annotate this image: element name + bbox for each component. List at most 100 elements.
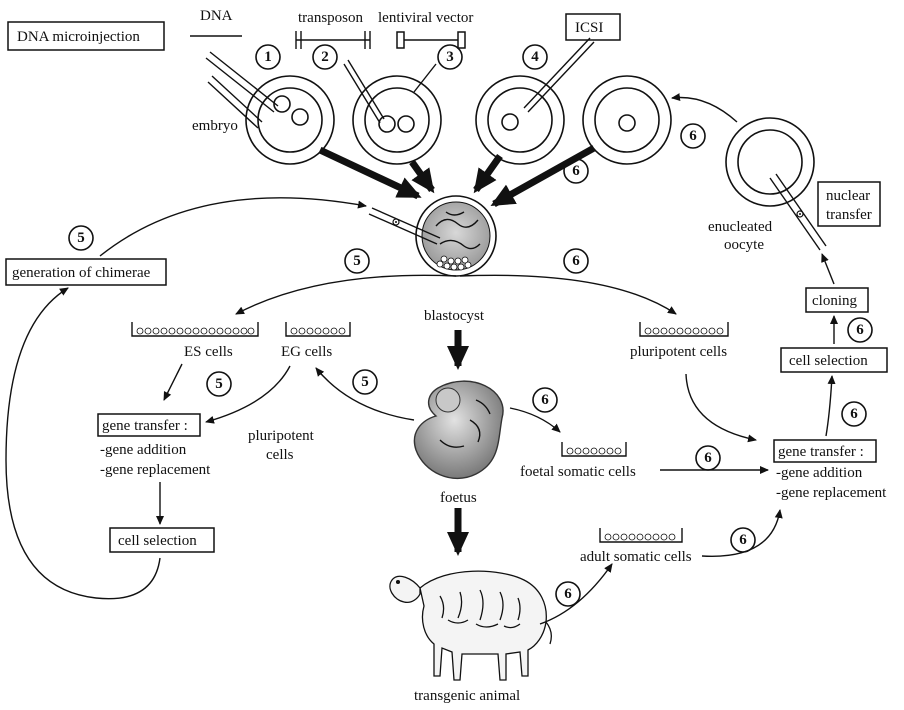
arrow-eg-to-gene-transfer [205,365,291,424]
step-2-badge: 2 [312,44,338,70]
step-6-badge-gene: 6 [695,445,721,471]
dna-label: DNA [200,8,233,24]
adult-somatic-cells-dish [599,528,683,543]
svg-text:6: 6 [739,532,747,548]
gene-replacement-right: -gene replacement [776,485,887,501]
icsi-label: ICSI [575,20,603,36]
step-3-badge: 3 [437,44,463,70]
arrow-chimerae-to-blastocyst [99,197,367,257]
step-6-badge-top-a: 6 [680,123,706,149]
enucleated-label-1: enucleated [708,219,773,235]
adult-somatic-cells-label: adult somatic cells [580,549,692,565]
svg-text:1: 1 [264,49,272,65]
step-4-badge: 4 [522,44,548,70]
step-6-badge-blastocyst: 6 [563,248,589,274]
step-6-badge-adult: 6 [730,527,756,553]
svg-text:6: 6 [541,392,549,408]
svg-text:6: 6 [564,586,572,602]
arrow-foetus-to-eg [315,367,415,421]
gene-transfer-right-box [773,439,877,463]
arrow-animal-to-adult-cells [539,563,613,625]
nuclear-transfer-label-2: transfer [826,207,872,223]
eg-cells-dish [285,322,351,337]
cloning-box [805,287,869,313]
step-5-badge-chimerae: 5 [68,225,94,251]
enucleated-label-2: oocyte [724,237,764,253]
arrow-es-to-gene-transfer [163,363,183,401]
step-5-badge-es: 5 [206,371,232,397]
cell-selection-right-box [780,347,888,373]
lentiviral-vector-label: lentiviral vector [378,10,473,26]
zygote-transposon [343,59,442,165]
nuclear-transfer-box [817,181,881,227]
icsi-box [565,13,621,41]
foetus-label: foetus [440,490,477,506]
generation-of-chimerae-label: generation of chimerae [12,265,151,281]
es-cells-dish [131,322,259,337]
gene-replacement-left: -gene replacement [100,462,211,478]
pluripotent-cells-left-label-1: pluripotent [248,428,315,444]
blastocyst-label: blastocyst [424,308,485,324]
svg-text:6: 6 [850,406,858,422]
svg-text:3: 3 [446,49,454,65]
arrow-to-reconstructed-oocyte [671,93,738,123]
step-6-badge-sheep: 6 [555,581,581,607]
svg-text:5: 5 [361,374,369,390]
transposon-label: transposon [298,10,363,26]
arrow-foetus-to-foetal-cells [509,407,561,433]
lentiviral-construct [396,31,466,49]
enucleated-oocyte [725,117,827,251]
svg-text:6: 6 [572,163,580,179]
svg-text:6: 6 [572,253,580,269]
transposon-construct [295,31,371,49]
step-5-badge-blastocyst: 5 [344,248,370,274]
pluripotent-cells-right-label: pluripotent cells [630,344,727,360]
reconstructed-oocyte [582,75,672,165]
step-5-badge-eg: 5 [352,369,378,395]
step-6-badge-foetal: 6 [532,387,558,413]
gene-transfer-right-label: gene transfer : [778,444,864,460]
dna-microinjection-box [7,21,165,51]
cloning-label: cloning [812,293,857,309]
step-1-badge: 1 [255,44,281,70]
svg-text:5: 5 [77,230,85,246]
generation-of-chimerae-box [5,258,167,286]
step-6-badge-cellsel: 6 [841,401,867,427]
svg-text:5: 5 [215,376,223,392]
pluripotent-cells-dish [639,322,729,337]
gene-addition-right: -gene addition [776,465,863,481]
zygote-icsi [475,37,595,165]
dna-microinjection-label: DNA microinjection [17,29,140,45]
zygote-lentiviral [413,63,437,93]
svg-text:6: 6 [689,128,697,144]
arrow-gene-transfer-to-cell-selection [825,375,836,437]
gene-transfer-left-box [97,413,201,437]
eg-cells-label: EG cells [281,344,332,360]
foetal-somatic-cells-dish [561,442,627,457]
zygote-dna-injection [205,51,335,165]
embryo-label: embryo [192,118,238,134]
arrow-adult-to-gene-transfer [701,509,783,557]
nuclear-transfer-label-1: nuclear [826,188,870,204]
cell-selection-left-box [109,527,215,553]
step-6-badge-cloning: 6 [847,317,873,343]
arrow-pluripotent-to-gene-transfer [685,373,757,443]
svg-text:4: 4 [531,49,539,65]
foetal-somatic-cells-label: foetal somatic cells [520,464,636,480]
svg-text:5: 5 [353,253,361,269]
foetus-image [413,380,504,479]
svg-text:2: 2 [321,49,329,65]
big-arrows-to-blastocyst [318,144,596,208]
gene-addition-left: -gene addition [100,442,187,458]
blastocyst [368,195,497,277]
arrow-blastocyst-to-pluripotent [459,274,677,315]
cell-selection-right-label: cell selection [789,353,868,369]
transgenic-sheep-image [389,570,552,681]
svg-text:6: 6 [704,450,712,466]
gene-transfer-left-label: gene transfer : [102,418,188,434]
arrow-cloning-to-nuclear-transfer [821,253,835,285]
es-cells-label: ES cells [184,344,233,360]
transgenic-animal-label: transgenic animal [414,688,520,704]
svg-text:6: 6 [856,322,864,338]
arrow-cell-selection-to-chimerae [5,287,161,600]
